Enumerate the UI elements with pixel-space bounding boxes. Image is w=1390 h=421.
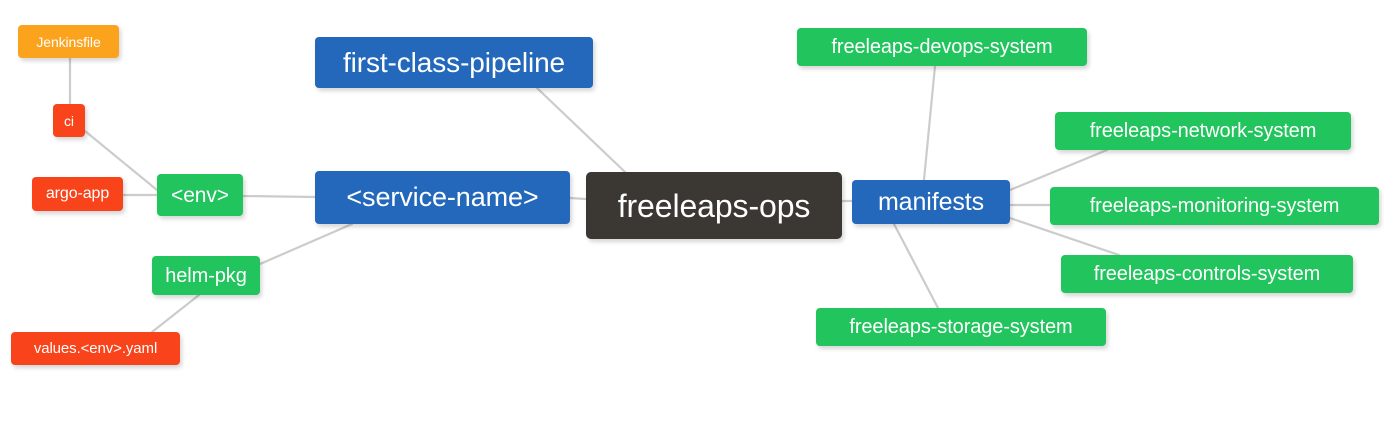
node-label-freeleaps-network-system: freeleaps-network-system bbox=[1089, 120, 1317, 142]
edge-values-yaml-to-helm-pkg bbox=[150, 293, 201, 334]
node-label-service-name: <service-name> bbox=[346, 182, 539, 212]
edge-env-to-service-name bbox=[241, 194, 317, 199]
node-freeleaps-controls-system[interactable]: freeleaps-controls-system bbox=[1061, 255, 1353, 293]
node-label-first-class-pipeline: first-class-pipeline bbox=[342, 46, 566, 78]
edge-freeleaps-devops-system-to-manifests bbox=[922, 64, 937, 182]
node-freeleaps-network-system[interactable]: freeleaps-network-system bbox=[1055, 112, 1351, 150]
node-service-name[interactable]: <service-name> bbox=[315, 171, 570, 224]
node-label-values-yaml: values.<env>.yaml bbox=[33, 340, 158, 357]
node-label-env: <env> bbox=[171, 183, 229, 207]
node-label-helm-pkg: helm-pkg bbox=[165, 264, 247, 287]
node-label-ci: ci bbox=[64, 112, 74, 129]
node-argo-app[interactable]: argo-app bbox=[32, 177, 123, 211]
node-label-jenkinsfile: Jenkinsfile bbox=[36, 33, 101, 50]
edge-manifests-to-freeleaps-storage-system bbox=[892, 222, 940, 310]
node-freeleaps-storage-system[interactable]: freeleaps-storage-system bbox=[816, 308, 1106, 346]
node-label-argo-app: argo-app bbox=[45, 185, 110, 202]
node-freeleaps-ops[interactable]: freeleaps-ops bbox=[586, 172, 842, 239]
node-label-freeleaps-storage-system: freeleaps-storage-system bbox=[849, 316, 1073, 338]
node-label-freeleaps-monitoring-system: freeleaps-monitoring-system bbox=[1089, 195, 1340, 217]
node-jenkinsfile[interactable]: Jenkinsfile bbox=[18, 25, 119, 58]
node-freeleaps-monitoring-system[interactable]: freeleaps-monitoring-system bbox=[1050, 187, 1379, 225]
node-label-freeleaps-ops: freeleaps-ops bbox=[617, 187, 811, 224]
node-manifests[interactable]: manifests bbox=[852, 180, 1010, 224]
edge-manifests-to-freeleaps-network-system bbox=[1008, 148, 1109, 192]
node-label-freeleaps-controls-system: freeleaps-controls-system bbox=[1093, 263, 1321, 285]
edge-service-name-to-freeleaps-ops bbox=[568, 196, 588, 201]
node-ci[interactable]: ci bbox=[53, 104, 85, 137]
edge-helm-pkg-to-service-name bbox=[258, 222, 354, 266]
edge-first-class-pipeline-to-freeleaps-ops bbox=[535, 86, 627, 174]
node-values-yaml[interactable]: values.<env>.yaml bbox=[11, 332, 180, 365]
node-freeleaps-devops-system[interactable]: freeleaps-devops-system bbox=[797, 28, 1087, 66]
node-label-freeleaps-devops-system: freeleaps-devops-system bbox=[831, 36, 1053, 58]
node-first-class-pipeline[interactable]: first-class-pipeline bbox=[315, 37, 593, 88]
node-helm-pkg[interactable]: helm-pkg bbox=[152, 256, 260, 295]
node-env[interactable]: <env> bbox=[157, 174, 243, 216]
node-label-manifests: manifests bbox=[877, 187, 985, 216]
